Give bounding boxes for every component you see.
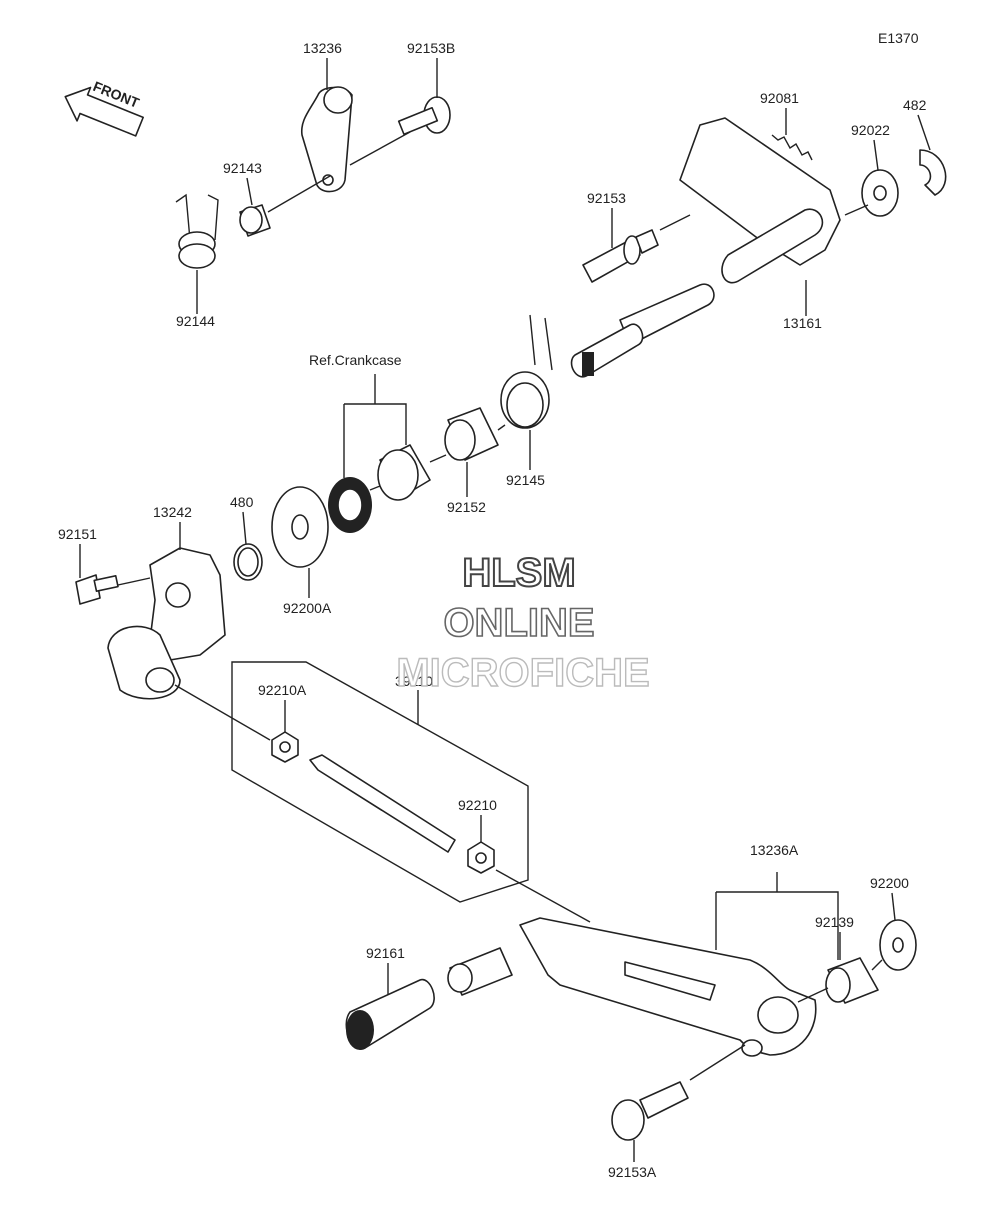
collar-92139 [825,957,879,1004]
tie-rod-39110 [309,754,456,853]
part-label-92210A: 92210A [258,682,307,698]
part-label-92210: 92210 [458,797,497,813]
shift-arm-13236 [300,86,353,193]
nut-92210A [271,731,299,763]
part-label-92081: 92081 [760,90,799,106]
part-label-92200A: 92200A [283,600,332,616]
washer-92200A [271,486,329,568]
part-label-13236A: 13236A [750,842,799,858]
part-label-92022: 92022 [851,122,890,138]
watermark-line-2: ONLINE [443,601,594,645]
spring-92145 [500,314,553,429]
washer-92022 [861,169,899,217]
bolt-92153B [397,96,451,136]
part-label-480: 480 [230,494,254,510]
pin-92153 [582,229,659,283]
part-label-92153A: 92153A [608,1164,657,1180]
clip-482 [919,149,947,196]
watermark-line-1: HLSM [462,551,575,595]
part-label-13242: 13242 [153,504,192,520]
reference-label-crankcase: Ref.Crankcase [309,352,402,368]
shift-shaft-splined-end [447,947,513,996]
spring-92081 [771,134,813,161]
part-label-92145: 92145 [506,472,545,488]
bearing-ref-crankcase [377,444,431,501]
oil-seal-ref-crankcase [328,477,372,533]
part-label-92153: 92153 [587,190,626,206]
part-label-92161: 92161 [366,945,405,961]
spring-92144 [175,193,219,269]
part-label-92144: 92144 [176,313,215,329]
part-label-482: 482 [903,97,927,113]
shift-lever-13242 [107,547,226,700]
watermark-line-3: MICROFICHE [396,651,649,695]
part-label-92153B: 92153B [407,40,455,56]
part-label-92152: 92152 [447,499,486,515]
part-label-92143: 92143 [223,160,262,176]
footpeg-rubber-92161 [345,978,435,1050]
circlip-480 [233,543,263,581]
collar-92152 [444,407,499,461]
part-label-92200: 92200 [870,875,909,891]
shift-pedal-13236A [519,917,817,1057]
part-label-13161: 13161 [783,315,822,331]
part-label-92151: 92151 [58,526,97,542]
collar-92143 [239,204,271,237]
bolt-92153A [611,1081,689,1141]
part-label-13236: 13236 [303,40,342,56]
diagram-code: E1370 [878,30,919,46]
bolt-92151 [75,574,119,605]
front-arrow-icon [64,86,144,137]
part-label-39110: 39110 [395,673,433,689]
washer-92200 [879,919,917,971]
part-label-92139: 92139 [815,914,854,930]
nut-92210 [467,841,495,874]
shift-shaft-13161 [570,117,841,378]
